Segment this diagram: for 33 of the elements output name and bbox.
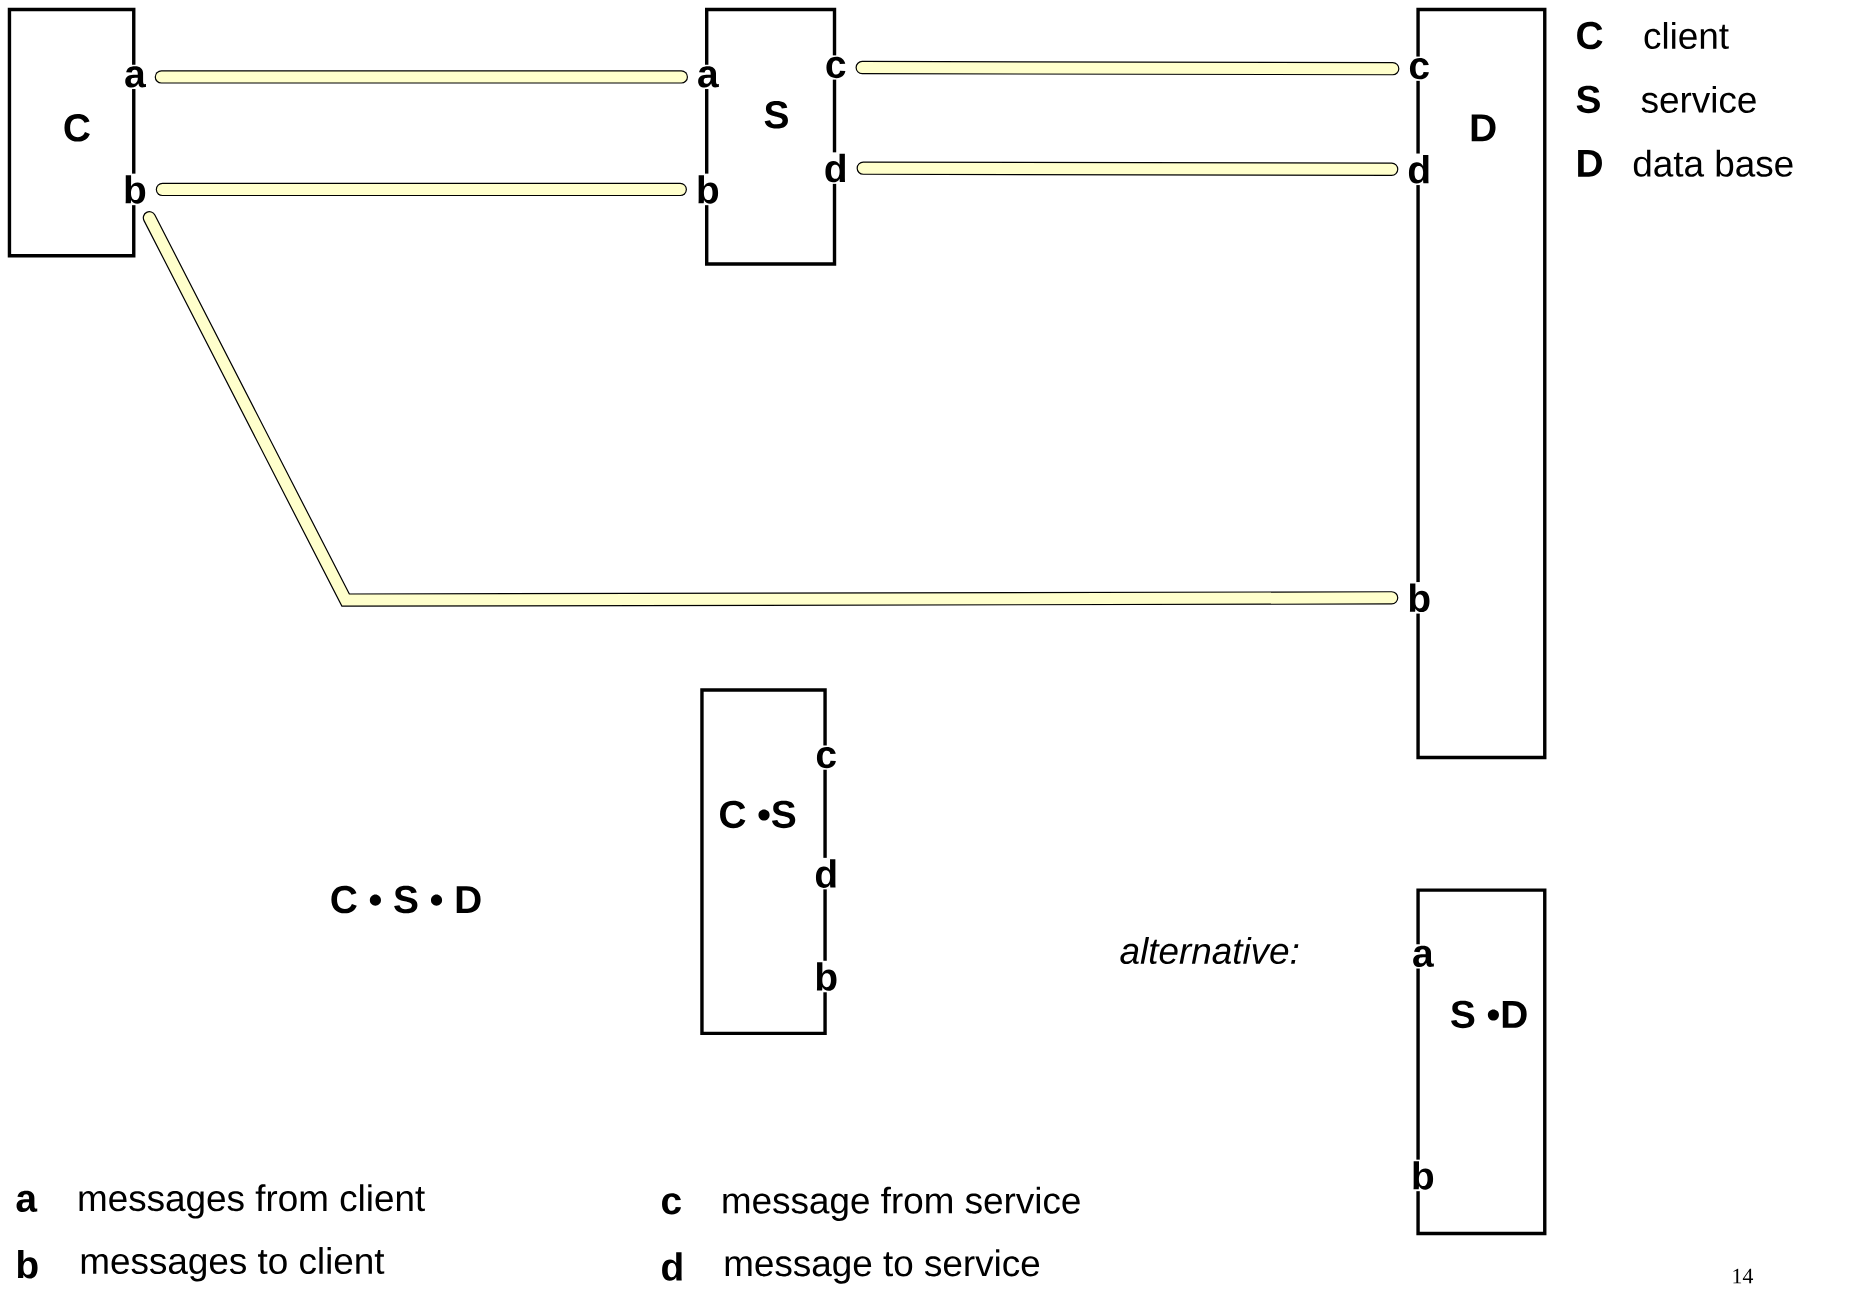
port-label: b [121,173,149,206]
port-label: a [695,64,721,90]
key-letter: S [1576,85,1600,114]
key-letter: b [17,1249,38,1279]
port-label: b [694,173,722,206]
tube-connector [855,60,1400,76]
key-text: messages from client [79,1184,425,1219]
port-label: c [1406,56,1432,81]
port-label: b [1405,582,1433,614]
tube-connector [154,70,688,84]
port-label: d [1405,153,1433,186]
key-letter: d [662,1252,682,1281]
note: alternative: [1120,937,1299,965]
key-text: data base [1633,149,1793,177]
page-number: 14 [1733,1268,1754,1284]
tube-connector [856,161,1399,176]
key-letter: a [16,1190,38,1213]
formula-label: C • S • D [331,885,481,914]
key-letter: C [1577,21,1603,50]
port-label: a [122,64,148,90]
tube-connector [142,211,1399,607]
key-text: service [1641,85,1756,113]
key-text: message to service [725,1249,1040,1284]
port-label: c [823,55,848,80]
port-label: d [822,152,850,184]
key-letter: D [1578,149,1602,177]
key-text: messages to client [81,1247,385,1282]
key-text: message from service [723,1186,1080,1221]
bracket-box: a S •D b [1409,888,1547,1236]
tube-connector [155,182,687,197]
key-text: client [1644,22,1729,50]
bracket-box: C •S c d b [700,688,840,1036]
key-letter: c [662,1193,681,1215]
